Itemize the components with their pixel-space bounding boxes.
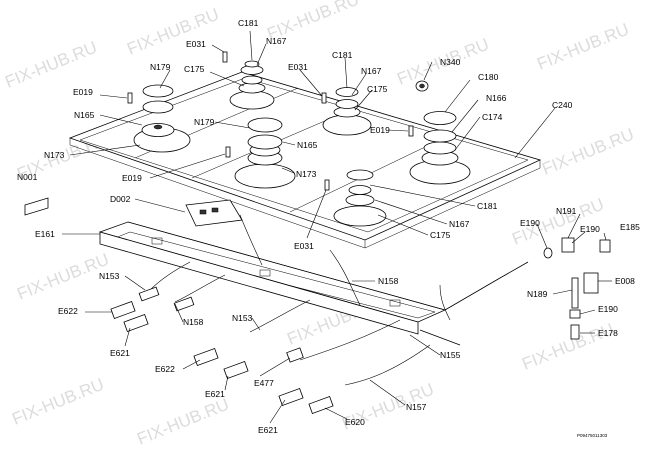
- control-box: [185, 199, 243, 227]
- part-label-e620: E620: [345, 417, 365, 427]
- part-label-e477: E477: [254, 378, 274, 388]
- part-label-n167: N167: [266, 36, 287, 46]
- part-label-n173: N173: [44, 150, 65, 160]
- part-label-e190: E190: [520, 218, 540, 228]
- part-label-n155: N155: [440, 350, 461, 360]
- part-label-n173: N173: [296, 169, 317, 179]
- part-label-e019: E019: [370, 125, 390, 135]
- burner-right: [409, 111, 471, 185]
- part-label-c181: C181: [477, 201, 498, 211]
- burner-rear-left: [229, 60, 275, 110]
- gas-pipes: [149, 214, 451, 386]
- bracket-part: [24, 197, 49, 216]
- part-label-n165: N165: [74, 110, 95, 120]
- part-label-c175: C175: [184, 64, 205, 74]
- burner-front-center: [333, 169, 387, 227]
- gas-manifold-frame: [98, 221, 529, 346]
- part-label-e178: E178: [598, 328, 618, 338]
- part-label-n001: N001: [17, 172, 38, 182]
- part-label-c181: C181: [332, 50, 353, 60]
- part-label-c175: C175: [430, 230, 451, 240]
- ignition-electrodes: [127, 51, 414, 191]
- part-label-n158: N158: [378, 276, 399, 286]
- part-label-c174: C174: [482, 112, 503, 122]
- part-label-n191: N191: [556, 206, 577, 216]
- part-label-n166: N166: [486, 93, 507, 103]
- part-label-e019: E019: [73, 87, 93, 97]
- burner-center: [234, 117, 296, 189]
- watermark-text: FIX-HUB.RU: [134, 395, 231, 449]
- watermark-text: FIX-HUB.RU: [534, 20, 631, 74]
- part-label-n167: N167: [361, 66, 382, 76]
- part-label-e161: E161: [35, 229, 55, 239]
- part-label-c180: C180: [478, 72, 499, 82]
- watermark-text: FIX-HUB.RU: [14, 250, 111, 304]
- burner-rear-center: [322, 87, 372, 136]
- watermark-text: FIX-HUB.RU: [124, 5, 221, 59]
- gas-inlet-fittings: [543, 237, 611, 340]
- nozzle-cap: [415, 80, 429, 92]
- part-label-e621: E621: [205, 389, 225, 399]
- part-label-e031: E031: [294, 241, 314, 251]
- part-label-n189: N189: [527, 289, 548, 299]
- part-label-e008: E008: [615, 276, 635, 286]
- part-label-n340: N340: [440, 57, 461, 67]
- part-label-e185: E185: [620, 222, 640, 232]
- part-label-n158: N158: [183, 317, 204, 327]
- part-label-n167: N167: [449, 219, 470, 229]
- watermark-text: FIX-HUB.RU: [539, 125, 636, 179]
- part-label-c240: C240: [552, 100, 573, 110]
- part-label-e190: E190: [580, 224, 600, 234]
- part-label-n153: N153: [99, 271, 120, 281]
- part-label-d002: D002: [110, 194, 131, 204]
- part-label-n179: N179: [150, 62, 171, 72]
- part-label-e019: E019: [122, 173, 142, 183]
- part-label-n157: N157: [406, 402, 427, 412]
- leader-lines: [62, 30, 612, 424]
- cooktop-plate: [68, 71, 542, 249]
- part-label-n179: N179: [194, 117, 215, 127]
- drawing-code: P09475011303: [577, 433, 608, 438]
- part-label-e190: E190: [598, 304, 618, 314]
- part-labels: C181 E031 N167 C181 N340 N179 C175 E031 …: [17, 18, 640, 435]
- watermark-text: FIX-HUB.RU: [9, 375, 106, 429]
- part-label-e031: E031: [288, 62, 308, 72]
- part-label-e621: E621: [258, 425, 278, 435]
- part-label-e621: E621: [110, 348, 130, 358]
- part-label-e622: E622: [58, 306, 78, 316]
- gas-valves: [110, 286, 334, 414]
- part-label-c181: C181: [238, 18, 259, 28]
- burner-left: [133, 84, 191, 153]
- part-label-e031: E031: [186, 39, 206, 49]
- part-label-e622: E622: [155, 364, 175, 374]
- watermark-text: FIX-HUB.RU: [2, 38, 99, 92]
- part-label-n165: N165: [297, 140, 318, 150]
- part-label-c175: C175: [367, 84, 388, 94]
- part-label-n153: N153: [232, 313, 253, 323]
